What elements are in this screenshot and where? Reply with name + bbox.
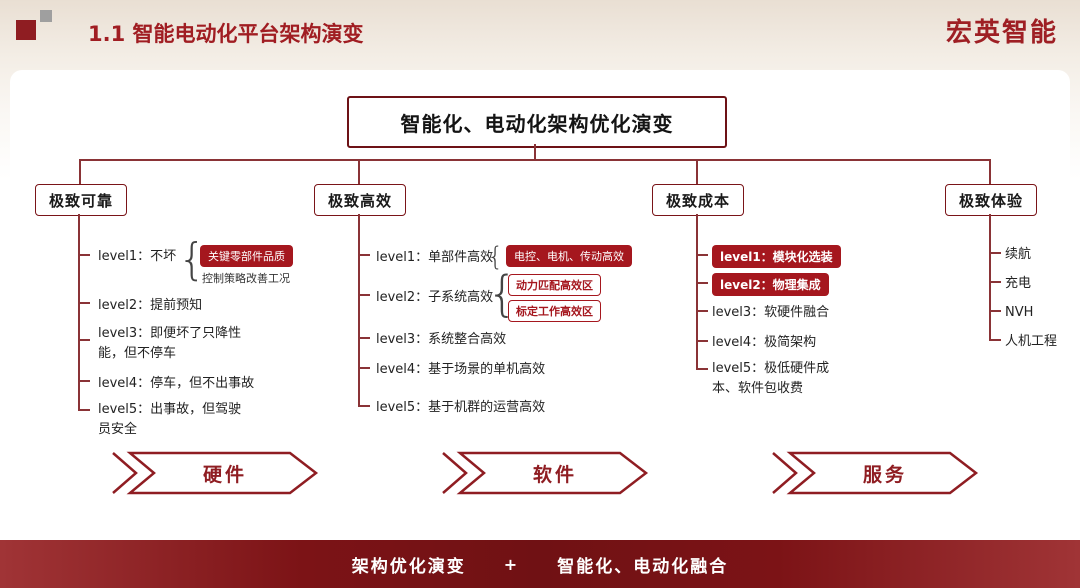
item-tick — [989, 252, 1001, 254]
arrow-banner-service: 服务 — [770, 450, 980, 496]
connector-line — [79, 159, 81, 185]
list-item-badge: level1：模块化选装 — [712, 245, 841, 268]
list-item: level3：即便坏了只降性能，但不停车 — [98, 326, 242, 361]
annotation-badge: 动力匹配高效区 — [508, 274, 601, 296]
footer-plus: + — [503, 554, 520, 574]
root-node: 智能化、电动化架构优化演变 — [347, 96, 727, 148]
list-item: level5：基于机群的运营高效 — [376, 400, 546, 415]
annotation-badge: 关键零部件品质 — [200, 245, 293, 267]
item-tick — [358, 405, 370, 407]
logo-square-large — [16, 20, 36, 40]
item-tick — [78, 380, 90, 382]
list-item: level3：系统整合高效 — [376, 332, 507, 347]
annotation-badge: 电控、电机、传动高效 — [506, 245, 632, 267]
connector-line — [534, 144, 536, 160]
list-item: level5：极低硬件成本、软件包收费 — [712, 361, 830, 396]
arrow-shape — [442, 451, 649, 495]
list-item: NVH — [1005, 305, 1034, 320]
branch-spine — [989, 214, 991, 340]
item-tick — [989, 339, 1001, 341]
item-tick — [78, 339, 90, 341]
connector-line — [989, 159, 991, 185]
arrow-label: 软件 — [532, 463, 577, 486]
item-tick — [696, 254, 708, 256]
footer-text-right: 智能化、电动化融合 — [557, 556, 729, 577]
branch-node-cost: 极致成本 — [652, 184, 744, 216]
list-item: 充电 — [1005, 276, 1032, 291]
arrow-shape — [772, 451, 979, 495]
annotation-text: 控制策略改善工况 — [202, 272, 290, 285]
item-tick — [696, 282, 708, 284]
brace-glyph: { — [487, 242, 504, 272]
branch-spine — [358, 214, 360, 406]
footer-text-left: 架构优化演变 — [351, 556, 466, 577]
arrow-banner-hardware: 硬件 — [110, 450, 320, 496]
branch-spine — [696, 214, 698, 369]
connector-line — [358, 159, 360, 185]
item-tick — [78, 254, 90, 256]
brand-logo: 宏英智能 — [945, 18, 1058, 48]
connector-line — [696, 159, 698, 185]
item-tick — [989, 281, 1001, 283]
list-item: level1：不坏 — [98, 249, 177, 264]
arrow-label: 硬件 — [202, 463, 247, 486]
connector-line — [79, 159, 990, 161]
item-tick — [78, 302, 90, 304]
list-item: level4：基于场景的单机高效 — [376, 362, 546, 377]
item-tick — [358, 367, 370, 369]
list-item: level4：极简架构 — [712, 335, 817, 350]
item-tick — [358, 254, 370, 256]
branch-node-experience: 极致体验 — [945, 184, 1037, 216]
list-item: level5：出事故，但驾驶员安全 — [98, 402, 242, 437]
list-item: level4：停车，但不出事故 — [98, 376, 255, 391]
item-tick — [358, 294, 370, 296]
branch-node-reliability: 极致可靠 — [35, 184, 127, 216]
arrow-banner-software: 软件 — [440, 450, 650, 496]
item-tick — [696, 368, 708, 370]
annotation-badge: 标定工作高效区 — [508, 300, 601, 322]
logo-square-small — [40, 10, 52, 22]
list-item: level2：子系统高效 — [376, 290, 494, 305]
list-item: 续航 — [1005, 247, 1032, 262]
list-item: level2：提前预知 — [98, 298, 203, 313]
item-tick — [989, 310, 1001, 312]
branch-spine — [78, 214, 80, 410]
page-title: 1.1 智能电动化平台架构演变 — [88, 22, 364, 46]
item-tick — [696, 310, 708, 312]
branch-node-efficiency: 极致高效 — [314, 184, 406, 216]
list-item-badge: level2：物理集成 — [712, 273, 829, 296]
item-tick — [78, 409, 90, 411]
list-item: level1：单部件高效 — [376, 250, 494, 265]
list-item: level3：软硬件融合 — [712, 305, 830, 320]
item-tick — [696, 340, 708, 342]
arrow-label: 服务 — [862, 463, 907, 486]
footer-bar: 架构优化演变 + 智能化、电动化融合 — [0, 540, 1080, 588]
item-tick — [358, 337, 370, 339]
arrow-shape — [112, 451, 319, 495]
list-item: 人机工程 — [1005, 334, 1058, 349]
